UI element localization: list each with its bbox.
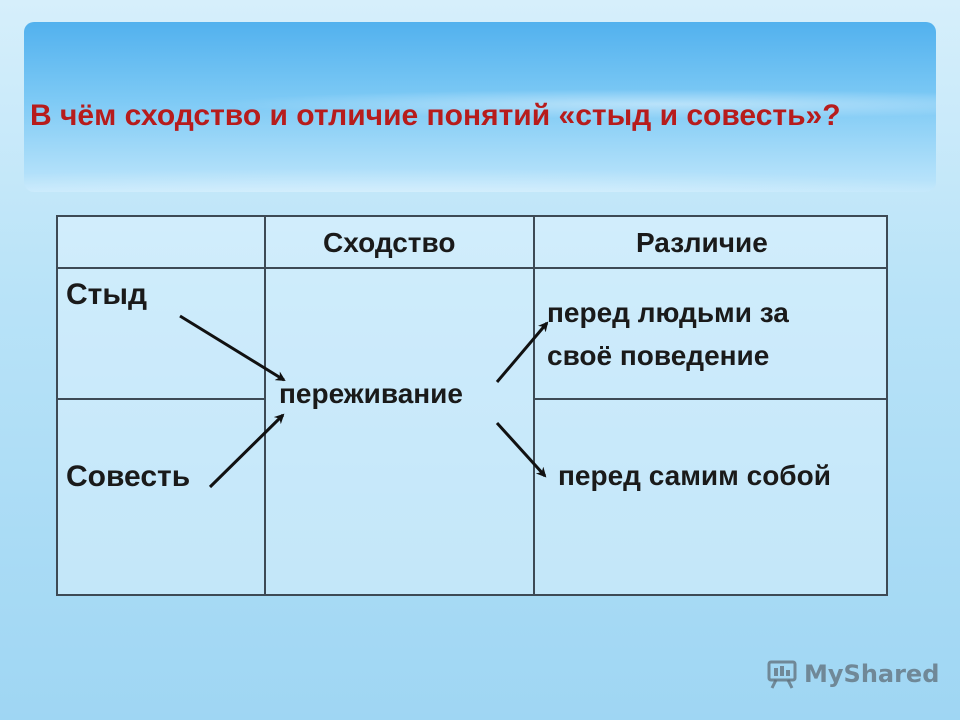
table-row-divider-right <box>533 398 888 400</box>
table-header-difference: Различие <box>636 227 768 258</box>
table-border-left <box>56 215 58 596</box>
row-label-shame: Стыд <box>66 278 148 311</box>
presentation-icon <box>767 660 797 689</box>
difference-shame-line-2: своё поведение <box>547 340 770 371</box>
slide-title: В чём сходство и отличие понятий «стыд и… <box>30 99 841 132</box>
table-header-divider <box>56 267 888 269</box>
watermark: MyShared <box>766 656 939 692</box>
table-row-divider-left <box>56 398 266 400</box>
comparison-table: Сходство Различие Стыд Совесть переживан… <box>56 215 888 596</box>
difference-conscience: перед самим собой <box>558 460 831 491</box>
table-header-similarity: Сходство <box>323 227 456 258</box>
table-col-divider-2 <box>533 215 535 596</box>
table-col-divider-1 <box>264 215 266 596</box>
header-banner <box>24 22 936 192</box>
difference-shame-line-1: перед людьми за <box>547 297 789 328</box>
watermark-text: MyShared <box>804 660 940 688</box>
row-label-conscience: Совесть <box>66 460 191 493</box>
similarity-text: переживание <box>279 378 463 409</box>
table-border-bottom <box>56 594 888 596</box>
table-border-right <box>886 215 888 596</box>
table-border-top <box>56 215 888 217</box>
